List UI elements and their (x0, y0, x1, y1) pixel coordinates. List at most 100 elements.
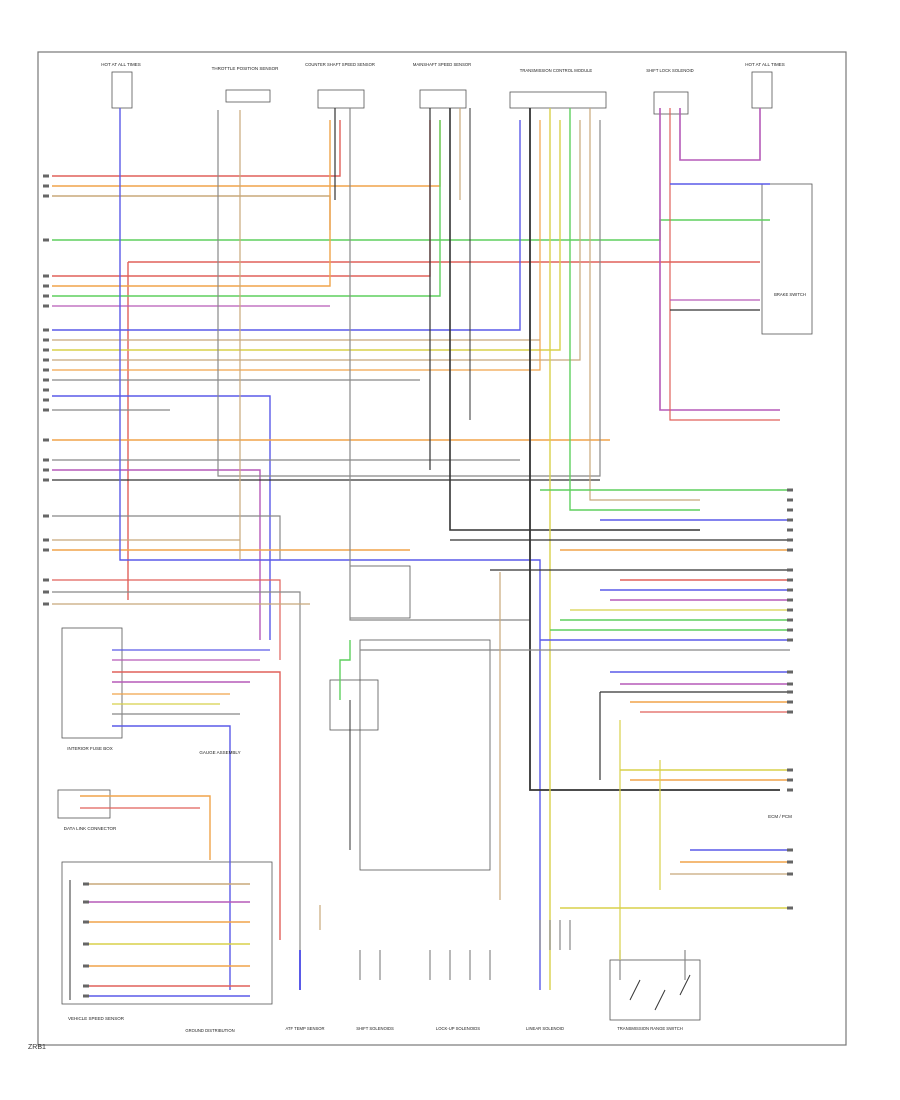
right-pin-tick (787, 528, 793, 532)
label-lockup-solenoids: LOCK-UP SOLENOIDS (436, 1026, 480, 1031)
right-pin-tick (787, 690, 793, 694)
right-pin-tick (787, 488, 793, 492)
right-pin-tick (787, 710, 793, 714)
right-pin-tick (787, 906, 793, 910)
label-linear-solenoid: LINEAR SOLENOID (526, 1026, 564, 1031)
center-module-box (359, 639, 491, 871)
label-hot-fuse-right: HOT AT ALL TIMES (745, 62, 785, 67)
left-pin-tick (43, 438, 49, 442)
label-throttle-position: THROTTLE POSITION SENSOR (212, 66, 280, 71)
left-connector-box (57, 789, 111, 819)
right-pin-tick (787, 498, 793, 502)
center-label-box (349, 565, 411, 619)
bottom-left-pin-tick (83, 882, 89, 886)
left-pin-tick (43, 548, 49, 552)
left-pin-tick (43, 578, 49, 582)
bottom-left-pin-tick (83, 920, 89, 924)
wire-purple-3 (659, 108, 780, 411)
left-pin-tick (43, 378, 49, 382)
left-pin-tick (43, 184, 49, 188)
label-vss: VEHICLE SPEED SENSOR (68, 1016, 125, 1021)
left-pin-tick (43, 274, 49, 278)
wire-red-5 (669, 108, 780, 421)
left-pin-tick (43, 590, 49, 594)
switch-contact (679, 974, 691, 996)
left-pin-tick (43, 194, 49, 198)
bottom-left-box (61, 861, 273, 1005)
left-pin-tick (43, 338, 49, 342)
label-transmission-range-switch: TRANSMISSION RANGE SWITCH (617, 1026, 683, 1031)
right-pin-tick (787, 670, 793, 674)
wire-green-1 (52, 219, 770, 241)
wire-gray-5 (52, 591, 301, 950)
bottom-left-pin-tick (83, 964, 89, 968)
wire-tan-8 (589, 108, 700, 501)
label-shift-lock-solenoid: SHIFT LOCK SOLENOID (646, 68, 693, 73)
label-grounds: GROUND DISTRIBUTION (185, 1028, 234, 1033)
wire-tan-1 (52, 195, 331, 230)
top-connector-b (317, 89, 365, 109)
label-counter-shaft-speed-sensor: COUNTER SHAFT SPEED SENSOR (305, 62, 375, 67)
diagram-frame (37, 51, 847, 1046)
wire-purple-2 (52, 469, 261, 640)
label-shift-solenoids: SHIFT SOLENOIDS (356, 1026, 394, 1031)
left-pin-tick (43, 408, 49, 412)
right-pin-tick (787, 508, 793, 512)
wire-red-8 (112, 671, 281, 940)
left-pin-tick (43, 468, 49, 472)
wire-red-4 (52, 579, 281, 660)
right-pin-tick (787, 578, 793, 582)
right-pin-tick (787, 682, 793, 686)
wire-green-center (339, 640, 351, 700)
switch-contact (629, 979, 641, 1001)
wire-green-2 (52, 120, 441, 297)
left-pin-tick (43, 358, 49, 362)
right-pin-tick (787, 548, 793, 552)
component-boxes (57, 71, 813, 1021)
wire-purple-4 (679, 108, 761, 161)
right-pin-tick (787, 588, 793, 592)
center-switch-box (329, 679, 379, 731)
right-pin-tick (787, 628, 793, 632)
wire-tan-3 (52, 120, 581, 361)
wire-gray-7 (349, 108, 530, 621)
left-pin-tick (43, 458, 49, 462)
right-pin-tick (787, 860, 793, 864)
wire-blue-11 (112, 725, 231, 990)
left-pin-tick (43, 514, 49, 518)
footer-code: ZRB1 (28, 1044, 46, 1051)
wire-orange-3 (52, 120, 541, 371)
left-pin-tick (43, 602, 49, 606)
left-pin-tick (43, 478, 49, 482)
label-gauge-assembly: GAUGE ASSEMBLY (199, 750, 240, 755)
right-pin-tick (787, 848, 793, 852)
wire-dark-4 (449, 108, 700, 531)
right-pin-tick (787, 700, 793, 704)
wire-red-1 (52, 120, 341, 177)
left-pin-tick (43, 368, 49, 372)
left-module-box (61, 627, 123, 739)
label-interior-fuse-box: INTERIOR FUSE BOX (67, 746, 113, 751)
left-pin-tick (43, 294, 49, 298)
label-transmission-control-module: TRANSMISSION CONTROL MODULE (520, 68, 593, 73)
wire-orange-2 (52, 120, 331, 287)
bottom-left-pin-tick (83, 942, 89, 946)
wire-gray-4 (52, 515, 281, 560)
bottom-right-ground-box (609, 959, 701, 1021)
bottom-left-pin-tick (83, 984, 89, 988)
wire-blue-3 (119, 108, 541, 990)
connector-ticks (43, 174, 793, 998)
top-connector-a (225, 89, 271, 103)
wire-gray-6 (217, 110, 601, 477)
right-pin-tick (787, 638, 793, 642)
top-connector-c (419, 89, 467, 109)
label-data-link-connector: DATA LINK CONNECTOR (64, 826, 117, 831)
top-left-fuse-connector (111, 71, 133, 109)
wires (52, 108, 790, 1011)
wire-blue-1 (52, 120, 521, 331)
wire-blue-2 (52, 395, 271, 640)
right-pin-tick (787, 618, 793, 622)
